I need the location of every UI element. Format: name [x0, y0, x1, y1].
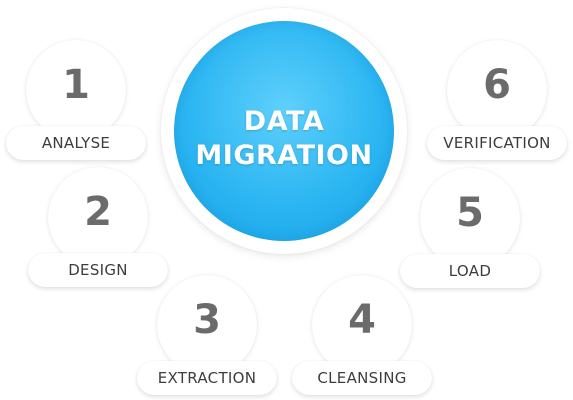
step-label: LOAD — [448, 262, 492, 280]
step-pill: ANALYSE — [6, 126, 146, 160]
step-3: 3 EXTRACTION — [137, 275, 277, 399]
center-circle: DATA MIGRATION — [174, 21, 394, 241]
step-6: 6 VERIFICATION — [427, 40, 567, 164]
step-number: 5 — [456, 190, 484, 236]
step-bubble: 2 — [48, 167, 148, 267]
step-pill: VERIFICATION — [427, 126, 567, 160]
center-title-line1: DATA — [243, 106, 325, 137]
step-number: 2 — [84, 189, 112, 235]
step-bubble: 4 — [312, 275, 412, 375]
step-pill: DESIGN — [28, 253, 168, 287]
step-label: DESIGN — [68, 261, 128, 279]
step-5: 5 LOAD — [400, 168, 540, 292]
step-bubble: 5 — [420, 168, 520, 268]
step-label: VERIFICATION — [443, 134, 551, 152]
step-label: CLEANSING — [317, 369, 407, 387]
center-ring: DATA MIGRATION — [161, 8, 407, 254]
step-2: 2 DESIGN — [28, 167, 168, 291]
step-number: 1 — [62, 62, 90, 108]
step-number: 4 — [348, 297, 376, 343]
step-1: 1 ANALYSE — [6, 40, 146, 164]
step-label: EXTRACTION — [157, 369, 257, 387]
step-pill: LOAD — [400, 254, 540, 288]
step-pill: CLEANSING — [292, 361, 432, 395]
step-bubble: 1 — [26, 40, 126, 140]
step-number: 3 — [193, 297, 221, 343]
step-bubble: 3 — [157, 275, 257, 375]
center-title-line2: MIGRATION — [195, 140, 373, 171]
step-4: 4 CLEANSING — [292, 275, 432, 399]
step-number: 6 — [483, 62, 511, 108]
center-title: DATA MIGRATION — [174, 105, 394, 173]
step-label: ANALYSE — [41, 134, 111, 152]
step-bubble: 6 — [447, 40, 547, 140]
step-pill: EXTRACTION — [137, 361, 277, 395]
